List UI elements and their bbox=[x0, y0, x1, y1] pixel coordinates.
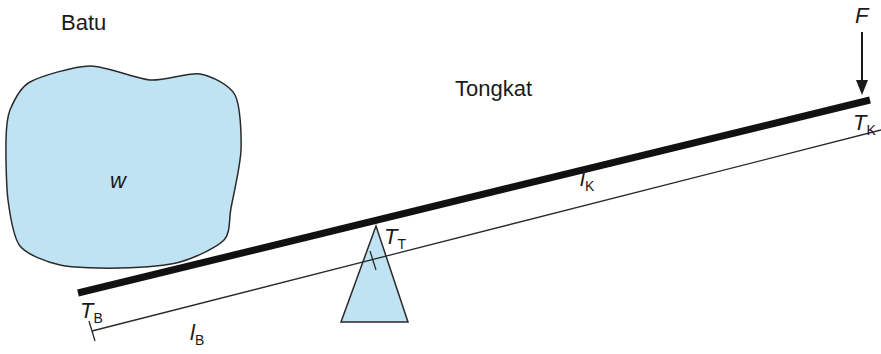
rock-outline bbox=[5, 8, 250, 273]
force-symbol: F bbox=[855, 5, 868, 27]
node-heading: Batu bbox=[61, 12, 106, 34]
dimension-tick bbox=[370, 251, 376, 270]
point-label: TK bbox=[853, 112, 876, 134]
point-label: TT bbox=[384, 226, 406, 248]
point-label: TB bbox=[80, 300, 103, 322]
length-label: lK bbox=[580, 168, 594, 190]
part-name: Tongkat bbox=[455, 78, 532, 100]
rock-outline bbox=[6, 66, 241, 268]
force-arrowhead bbox=[856, 80, 868, 95]
rock-shape: Batu w bbox=[5, 8, 250, 273]
weight-symbol: w bbox=[110, 170, 126, 192]
force-arrow bbox=[861, 32, 863, 82]
fulcrum-triangle bbox=[341, 226, 408, 322]
length-label: lB bbox=[190, 322, 204, 344]
